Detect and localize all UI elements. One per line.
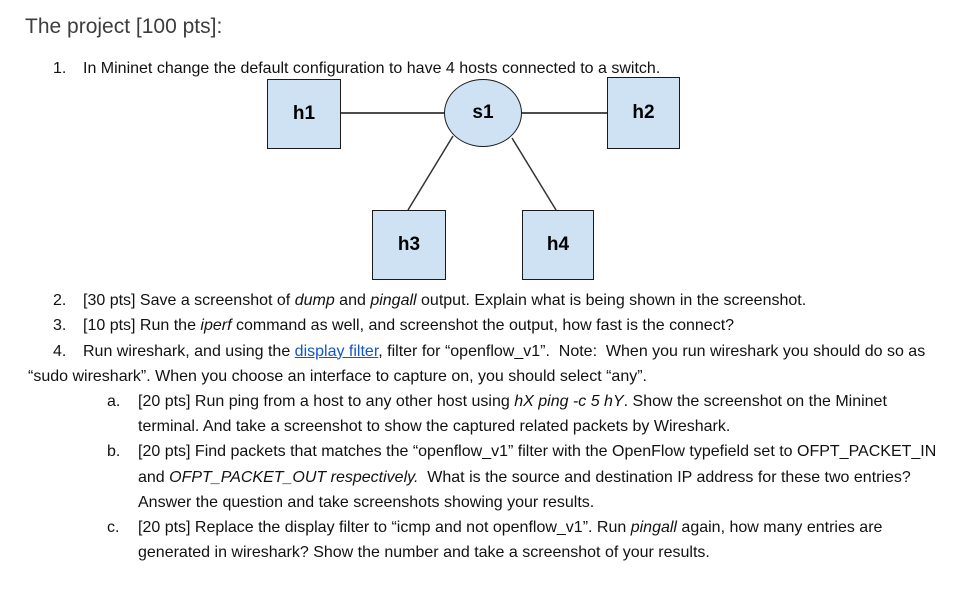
item-text: command as well, and screenshot the outp… bbox=[231, 317, 735, 335]
dump-command-italic: dump bbox=[294, 292, 335, 310]
item-text: [10 pts] Run the bbox=[83, 317, 201, 335]
host-h2-box: h2 bbox=[607, 77, 680, 149]
item-text: , filter for “openflow_v1”. Note: When y… bbox=[28, 342, 930, 385]
switch-s1-label: s1 bbox=[472, 102, 494, 123]
ping-command-italic: hX ping -c 5 hY bbox=[514, 393, 624, 411]
diagram-links bbox=[341, 112, 607, 211]
item-marker: 1. bbox=[53, 60, 67, 77]
item-marker: 4. bbox=[53, 342, 67, 360]
item-text: and bbox=[334, 292, 371, 310]
host-h4-label: h4 bbox=[546, 234, 570, 255]
link-line-s1-h3 bbox=[407, 135, 454, 211]
display-filter-link[interactable]: display filter bbox=[294, 342, 379, 360]
host-h4-box: h4 bbox=[522, 210, 594, 280]
switch-s1-node: s1 bbox=[444, 79, 522, 147]
network-diagram: h1 h2 h3 h4 s1 bbox=[265, 75, 680, 282]
host-h1-box: h1 bbox=[267, 79, 341, 149]
sub-item-c: c. [20 pts] Replace the display filter to… bbox=[0, 515, 948, 565]
list-item-3: 3. [10 pts] Run the iperf command as well… bbox=[0, 313, 948, 338]
item-marker: c. bbox=[107, 519, 120, 537]
host-h2-label: h2 bbox=[632, 102, 655, 123]
list-item-2: 2. [30 pts] Save a screenshot of dump and… bbox=[0, 288, 948, 313]
item-text: again, how many entries are generated in… bbox=[138, 519, 887, 562]
host-h1-label: h1 bbox=[292, 103, 316, 124]
item-text: Run wireshark, and using the bbox=[83, 342, 295, 360]
item-text: What is the source and destination IP ad… bbox=[138, 468, 915, 511]
item-text: output. Explain what is being shown in t… bbox=[416, 292, 807, 310]
pingall-command-italic: pingall bbox=[630, 519, 677, 537]
list-item-1: 1. In Mininet change the default configur… bbox=[0, 56, 948, 81]
sub-item-a: a. [20 pts] Run ping from a host to any o… bbox=[0, 389, 948, 439]
item-text: [20 pts] Run ping from a host to any oth… bbox=[138, 393, 515, 411]
pingall-command-italic: pingall bbox=[370, 292, 417, 310]
ofpt-packet-out-italic: OFPT_PACKET_OUT respectively. bbox=[169, 468, 419, 486]
link-line-s1-h4 bbox=[511, 137, 557, 211]
sub-item-b: b. [20 pts] Find packets that matches the… bbox=[0, 439, 948, 515]
item-marker: b. bbox=[107, 443, 121, 461]
iperf-command-italic: iperf bbox=[200, 317, 232, 335]
document-body: 1. In Mininet change the default configur… bbox=[0, 56, 948, 565]
item-text: In Mininet change the default configurat… bbox=[83, 60, 661, 77]
item-text: [30 pts] Save a screenshot of bbox=[83, 292, 295, 310]
item-marker: 2. bbox=[53, 292, 67, 310]
page-title: The project [100 pts]: bbox=[25, 15, 223, 38]
item-text: . Show the screenshot on the Mininet ter… bbox=[138, 393, 892, 436]
item-marker: a. bbox=[107, 393, 121, 411]
list-item-4: 4. Run wireshark, and using the display f… bbox=[0, 339, 948, 389]
host-h3-label: h3 bbox=[397, 234, 421, 255]
item-text: [20 pts] Find packets that matches the “… bbox=[138, 443, 941, 486]
item-marker: 3. bbox=[53, 317, 67, 335]
item-text: [20 pts] Replace the display filter to “… bbox=[138, 519, 631, 537]
host-h3-box: h3 bbox=[372, 210, 446, 280]
